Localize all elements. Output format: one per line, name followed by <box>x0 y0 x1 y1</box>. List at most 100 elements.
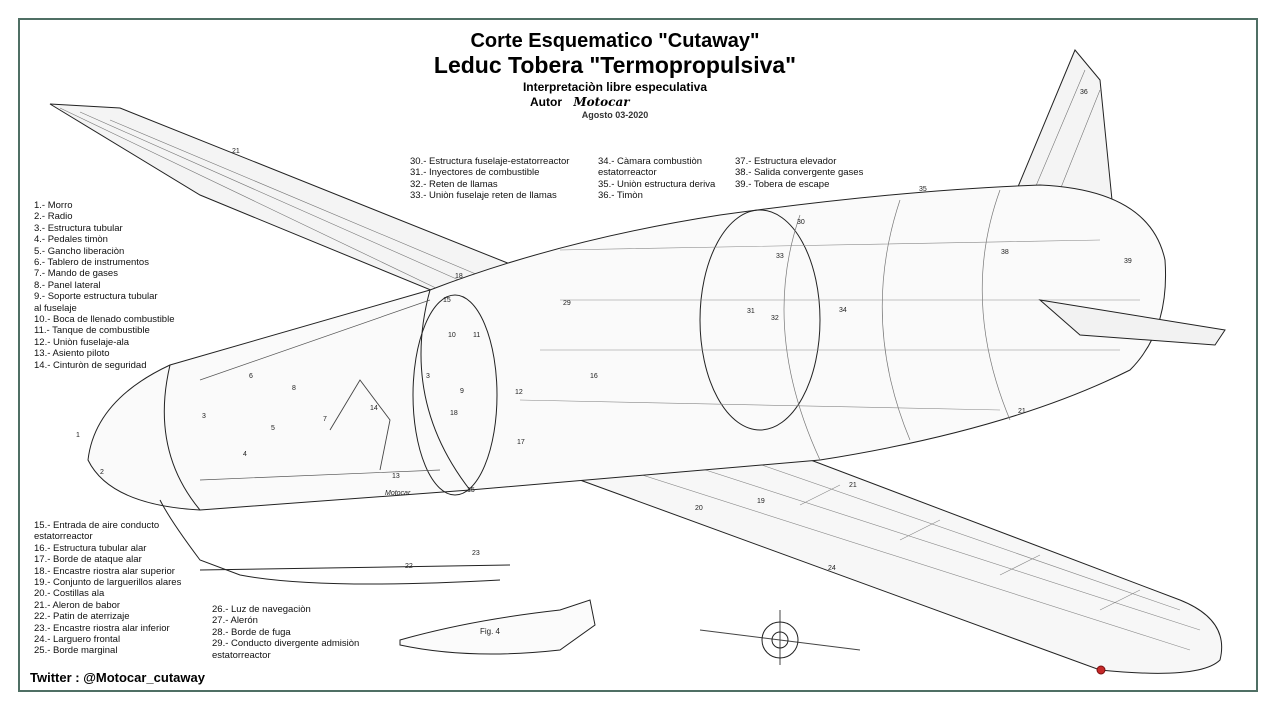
callout-number: 9 <box>460 388 464 395</box>
callout-number: 1 <box>76 432 80 439</box>
callout-number: 29 <box>563 300 571 307</box>
callout-number: 15 <box>443 297 451 304</box>
author-label: Autor <box>530 95 562 109</box>
callout-number: 15 <box>467 487 475 494</box>
callout-number: 11 <box>473 332 480 339</box>
legend-item: 26.- Luz de navegaciòn <box>212 604 311 615</box>
legend-item: 32.- Reten de llamas <box>410 178 498 190</box>
callout-number: 19 <box>757 498 765 505</box>
legend-item: 6.- Tablero de instrumentos <box>34 257 149 269</box>
callout-number: 33 <box>776 253 784 260</box>
legend-item: 23.- Encastre riostra alar inferior <box>34 622 170 634</box>
legend-item: 29.- Conducto divergente admisiòn <box>212 638 360 650</box>
callout-number: 21 <box>849 482 857 489</box>
callout-number: 8 <box>292 385 296 392</box>
callout-number: 20 <box>695 505 703 512</box>
legend-item: 24.- Larguero frontal <box>34 634 121 646</box>
callout-number: 18 <box>455 273 463 280</box>
callout-number: 35 <box>919 186 927 193</box>
legend-item: 9.- Soporte estructura tubular <box>34 291 158 303</box>
legend-item: 2.- Radio <box>34 211 73 223</box>
callout-number: 38 <box>1001 249 1009 256</box>
fuselage <box>87 184 1167 511</box>
date-label: Agosto 03-2020 <box>581 110 649 120</box>
legend-item: 14.- Cinturòn de seguridad <box>34 359 147 371</box>
legend-item: 1.- Morro <box>34 200 73 211</box>
callout-number: 36 <box>1080 89 1088 96</box>
legend-item: 35.- Uniòn estructura deriva <box>598 178 716 190</box>
legend-item: 36.- Timòn <box>598 190 643 202</box>
legend-item: 4.- Pedales timòn <box>34 234 108 246</box>
callout-number: 2 <box>100 469 104 476</box>
legend-item: 38.- Salida convergente gases <box>735 167 864 179</box>
legend-item: estatorreactor <box>598 167 657 179</box>
legend-item: 37.- Estructura elevador <box>735 156 837 167</box>
callout-number: 31 <box>747 308 755 315</box>
callout-number: 3 <box>202 413 206 420</box>
legend-item: 34.- Càmara combustiòn <box>598 156 703 167</box>
legend-item: 18.- Encastre riostra alar superior <box>34 565 175 577</box>
legend-item: 17.- Borde de ataque alar <box>34 554 142 566</box>
callout-number: 34 <box>839 307 847 314</box>
legend-item: 30.- Estructura fuselaje-estatorreactor <box>410 156 570 167</box>
callout-number: 18 <box>450 410 458 417</box>
callout-number: 39 <box>1124 258 1132 265</box>
callout-number: 32 <box>771 315 779 322</box>
legend-item: 13.- Asiento piloto <box>34 348 110 360</box>
legend-item: 7.- Mando de gases <box>34 268 118 280</box>
callout-number: 30 <box>797 219 805 226</box>
legend-item: 10.- Boca de llenado combustible <box>34 314 175 326</box>
legend-item: 19.- Conjunto de larguerillos alares <box>34 577 182 589</box>
legend-item: estatorreactor <box>34 531 93 543</box>
legend-item: 5.- Gancho liberaciòn <box>34 245 125 257</box>
legend-item: 15.- Entrada de aire conducto <box>34 520 160 531</box>
callout-number: 17 <box>517 439 525 446</box>
legend-item: 25.- Borde marginal <box>34 645 118 657</box>
callout-number: 3 <box>426 373 430 380</box>
callout-number: 21 <box>232 148 240 155</box>
legend-item: 3.- Estructura tubular <box>34 222 123 234</box>
legend-item: al fuselaje <box>34 302 77 314</box>
callout-number: 6 <box>249 373 253 380</box>
author-line: Autor Motocar <box>530 95 630 109</box>
callout-number: 22 <box>405 563 413 570</box>
callout-number: 7 <box>323 416 327 423</box>
callout-number: 16 <box>590 373 598 380</box>
legend-item: 20.- Costillas ala <box>34 588 105 600</box>
legend-item: 27.- Alerón <box>212 615 258 627</box>
page-title: Corte Esquematico "Cutaway" <box>470 30 760 52</box>
callout-number: 4 <box>243 451 247 458</box>
page-subtitle: Leduc Tobera "Termopropulsiva" <box>433 52 797 78</box>
signature: Motocar <box>385 490 411 497</box>
callout-number: 12 <box>515 389 523 396</box>
callout-number: 24 <box>828 565 836 572</box>
author-name: Motocar <box>573 95 630 109</box>
callout-number: 13 <box>392 473 400 480</box>
twitter-handle[interactable]: Twitter : @Motocar_cutaway <box>30 670 205 685</box>
callout-number: 10 <box>448 332 456 339</box>
drawing-frame <box>18 18 1258 692</box>
legend-item: 8.- Panel lateral <box>34 279 101 291</box>
callout-number: 14 <box>370 405 378 412</box>
front-sketch <box>699 610 861 665</box>
callout-number: 23 <box>472 550 480 557</box>
legend-item: 28.- Borde de fuga <box>212 626 291 638</box>
legend-item: 39.- Tobera de escape <box>735 178 830 190</box>
legend-item: 33.- Uniòn fuselaje reten de llamas <box>410 190 557 202</box>
horizontal-stabilizer <box>1038 299 1226 346</box>
legend-item: 12.- Uniòn fuselaje-ala <box>34 336 130 348</box>
callout-number: 5 <box>271 425 275 432</box>
legend-left-lower: 15.- Entrada de aire conducto estatorrea… <box>34 520 181 657</box>
legend-top-col1: 30.- Estructura fuselaje-estatorreactor 3… <box>410 156 569 202</box>
legend-item: 22.- Patin de aterrizaje <box>34 611 130 623</box>
sketch-label: Fig. 4 <box>480 627 501 636</box>
callout-number: 21 <box>1018 408 1026 415</box>
landing-skid <box>159 499 501 585</box>
page-description: Interpretaciòn libre especulativa <box>522 80 708 94</box>
legend-item: 21.- Aleron de babor <box>34 599 121 611</box>
